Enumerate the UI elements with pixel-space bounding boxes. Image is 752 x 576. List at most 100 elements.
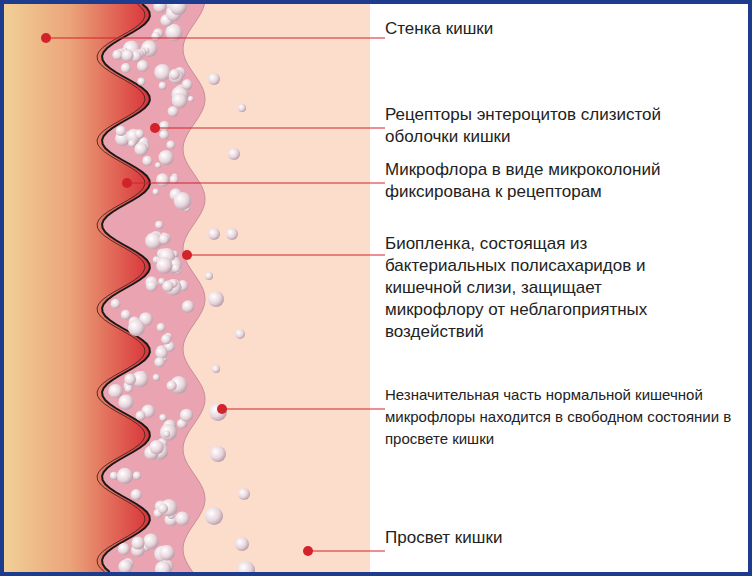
bacterium: [166, 141, 175, 150]
bacterium: [155, 561, 171, 572]
bacterium: [153, 4, 166, 13]
bacterium: [117, 468, 133, 484]
annotation-label: Рецепторы энтероцитов слизистой оболочки…: [385, 104, 685, 148]
leader-lines: [41, 33, 385, 556]
bacterium: [133, 472, 141, 480]
bacterium: [155, 221, 163, 229]
bacterium: [154, 64, 171, 81]
free-bacterium: [212, 365, 220, 373]
lumen: [4, 4, 370, 572]
bacterium: [159, 130, 169, 140]
intestinal-wall: [4, 4, 150, 572]
intestine-illustration: [4, 4, 748, 572]
bacterium: [159, 121, 170, 132]
bacterium: [121, 310, 131, 320]
bacterium: [149, 440, 163, 454]
bacterium: [131, 489, 142, 500]
bacterium: [159, 82, 167, 90]
bacterium: [163, 431, 170, 438]
annotation-label: Биопленка, состоящая из бактериальных по…: [385, 233, 675, 343]
tissue: [4, 4, 205, 572]
bacterium: [155, 347, 167, 359]
bacterium: [158, 504, 168, 514]
leader-line: [46, 37, 385, 38]
free-bacterium: [226, 228, 238, 240]
bacterium: [137, 78, 145, 86]
free-bacterium: [208, 291, 224, 307]
bacterium: [156, 173, 169, 186]
mucosa-line: [97, 4, 145, 572]
leader-line: [222, 408, 385, 409]
bacterium: [159, 150, 174, 165]
bacterium: [157, 323, 166, 332]
bacterium: [142, 156, 152, 166]
bacterium: [146, 281, 157, 292]
bacterium: [175, 511, 189, 525]
bacterium: [154, 357, 164, 367]
annotation-label: Стенка кишки: [385, 18, 725, 40]
bacterium: [161, 334, 171, 344]
bacterium: [151, 32, 160, 41]
bacterium: [143, 534, 159, 550]
free-bacterium: [235, 329, 245, 339]
bacterium: [125, 385, 133, 393]
bacterium: [162, 281, 173, 292]
free-bacterium: [228, 148, 240, 160]
bacterium: [128, 319, 145, 336]
microflora: [108, 4, 255, 572]
free-bacterium: [208, 228, 220, 240]
receptor-layer: [102, 4, 150, 572]
leader-line: [308, 550, 385, 551]
bacterium: [159, 234, 170, 245]
free-bacterium: [208, 73, 220, 85]
bacterium: [153, 374, 160, 381]
bacterium: [180, 409, 193, 422]
free-bacterium: [209, 403, 227, 421]
bacterium: [174, 192, 192, 210]
bacterium: [118, 543, 130, 555]
free-bacterium: [205, 272, 213, 280]
free-bacterium: [238, 104, 246, 112]
bacterium: [153, 189, 159, 195]
bacterium: [169, 4, 187, 15]
bacterium: [172, 93, 188, 109]
bacterium: [124, 374, 136, 386]
bacterium: [159, 414, 166, 421]
annotation-label: Микрофлора в виде микроколоний фиксирова…: [385, 159, 725, 203]
bacterium: [167, 381, 177, 391]
bacterium: [188, 96, 194, 102]
bacterium: [112, 50, 122, 60]
free-bacterium: [205, 507, 223, 525]
bacterium: [135, 129, 145, 139]
leader-line: [155, 127, 385, 128]
bacterium: [118, 560, 132, 572]
bacterium: [155, 162, 161, 168]
bacterium: [128, 140, 135, 147]
bacterium: [110, 472, 118, 480]
bacterium: [131, 536, 144, 549]
bacterium: [108, 384, 122, 398]
free-bacterium: [237, 561, 255, 572]
bacterium: [171, 264, 180, 273]
free-bacterium: [238, 488, 250, 500]
bacterium: [160, 424, 177, 441]
leader-line: [187, 254, 385, 255]
bacterium: [169, 69, 180, 80]
bacterium: [121, 63, 131, 73]
bacterium: [136, 411, 146, 421]
bacterium: [137, 60, 149, 72]
bacterium: [159, 545, 175, 561]
bacterium: [169, 69, 184, 84]
bacterium: [116, 126, 127, 137]
bacterium: [121, 49, 133, 61]
bacterium: [134, 142, 147, 155]
bacterium: [182, 300, 194, 312]
free-bacterium: [210, 446, 226, 462]
bacterium: [182, 79, 193, 90]
annotation-label: Просвет кишки: [385, 527, 685, 549]
free-bacterium: [235, 537, 249, 551]
bacterium: [156, 257, 172, 273]
leader-line: [127, 182, 385, 183]
bacterium: [111, 299, 121, 309]
